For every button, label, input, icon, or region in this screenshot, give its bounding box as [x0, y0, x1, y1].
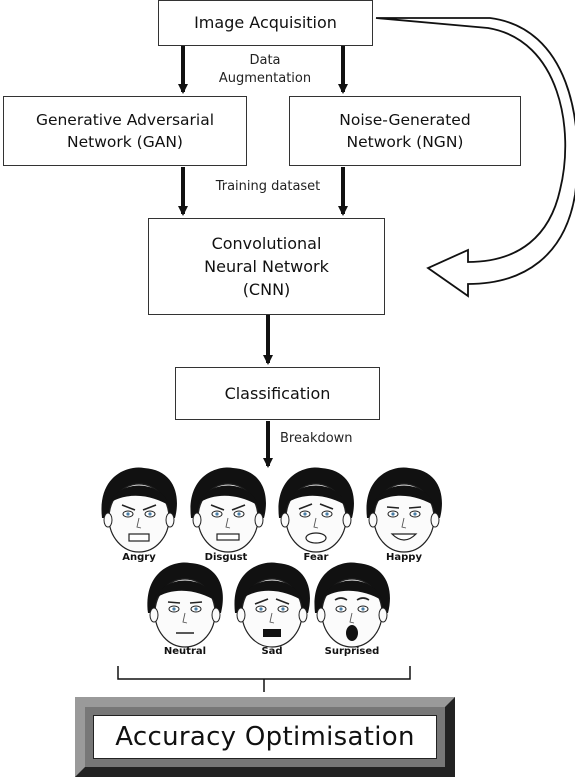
node-accuracy-frame: Accuracy Optimisation	[75, 697, 455, 777]
caption-sad: Sad	[261, 646, 283, 657]
face-disgust	[190, 467, 266, 553]
node-classification: Classification	[175, 367, 380, 420]
node-ngn: Noise-Generated Network (NGN)	[289, 96, 521, 166]
face-angry	[101, 467, 177, 553]
face-happy	[366, 467, 442, 553]
caption-happy: Happy	[386, 552, 422, 563]
emotion-faces	[101, 467, 442, 648]
label-training-dataset: Training dataset	[215, 179, 321, 194]
hollow-curved-arrow	[375, 17, 575, 298]
caption-angry: Angry	[122, 552, 156, 563]
faces-bracket	[117, 666, 411, 692]
face-sad	[234, 562, 310, 648]
caption-neutral: Neutral	[163, 646, 207, 657]
node-accuracy-optimisation: Accuracy Optimisation	[93, 715, 437, 759]
label-breakdown: Breakdown	[280, 431, 353, 446]
caption-surprised: Surprised	[324, 646, 380, 657]
face-surprised	[314, 562, 390, 648]
label-data-augmentation: Data Augmentation	[218, 53, 312, 86]
node-cnn: Convolutional Neural Network (CNN)	[148, 218, 385, 315]
caption-disgust: Disgust	[204, 552, 248, 563]
caption-fear: Fear	[303, 552, 329, 563]
face-fear	[278, 467, 354, 553]
node-gan: Generative Adversarial Network (GAN)	[3, 96, 247, 166]
node-image-acquisition: Image Acquisition	[158, 0, 373, 46]
face-neutral	[147, 562, 223, 648]
